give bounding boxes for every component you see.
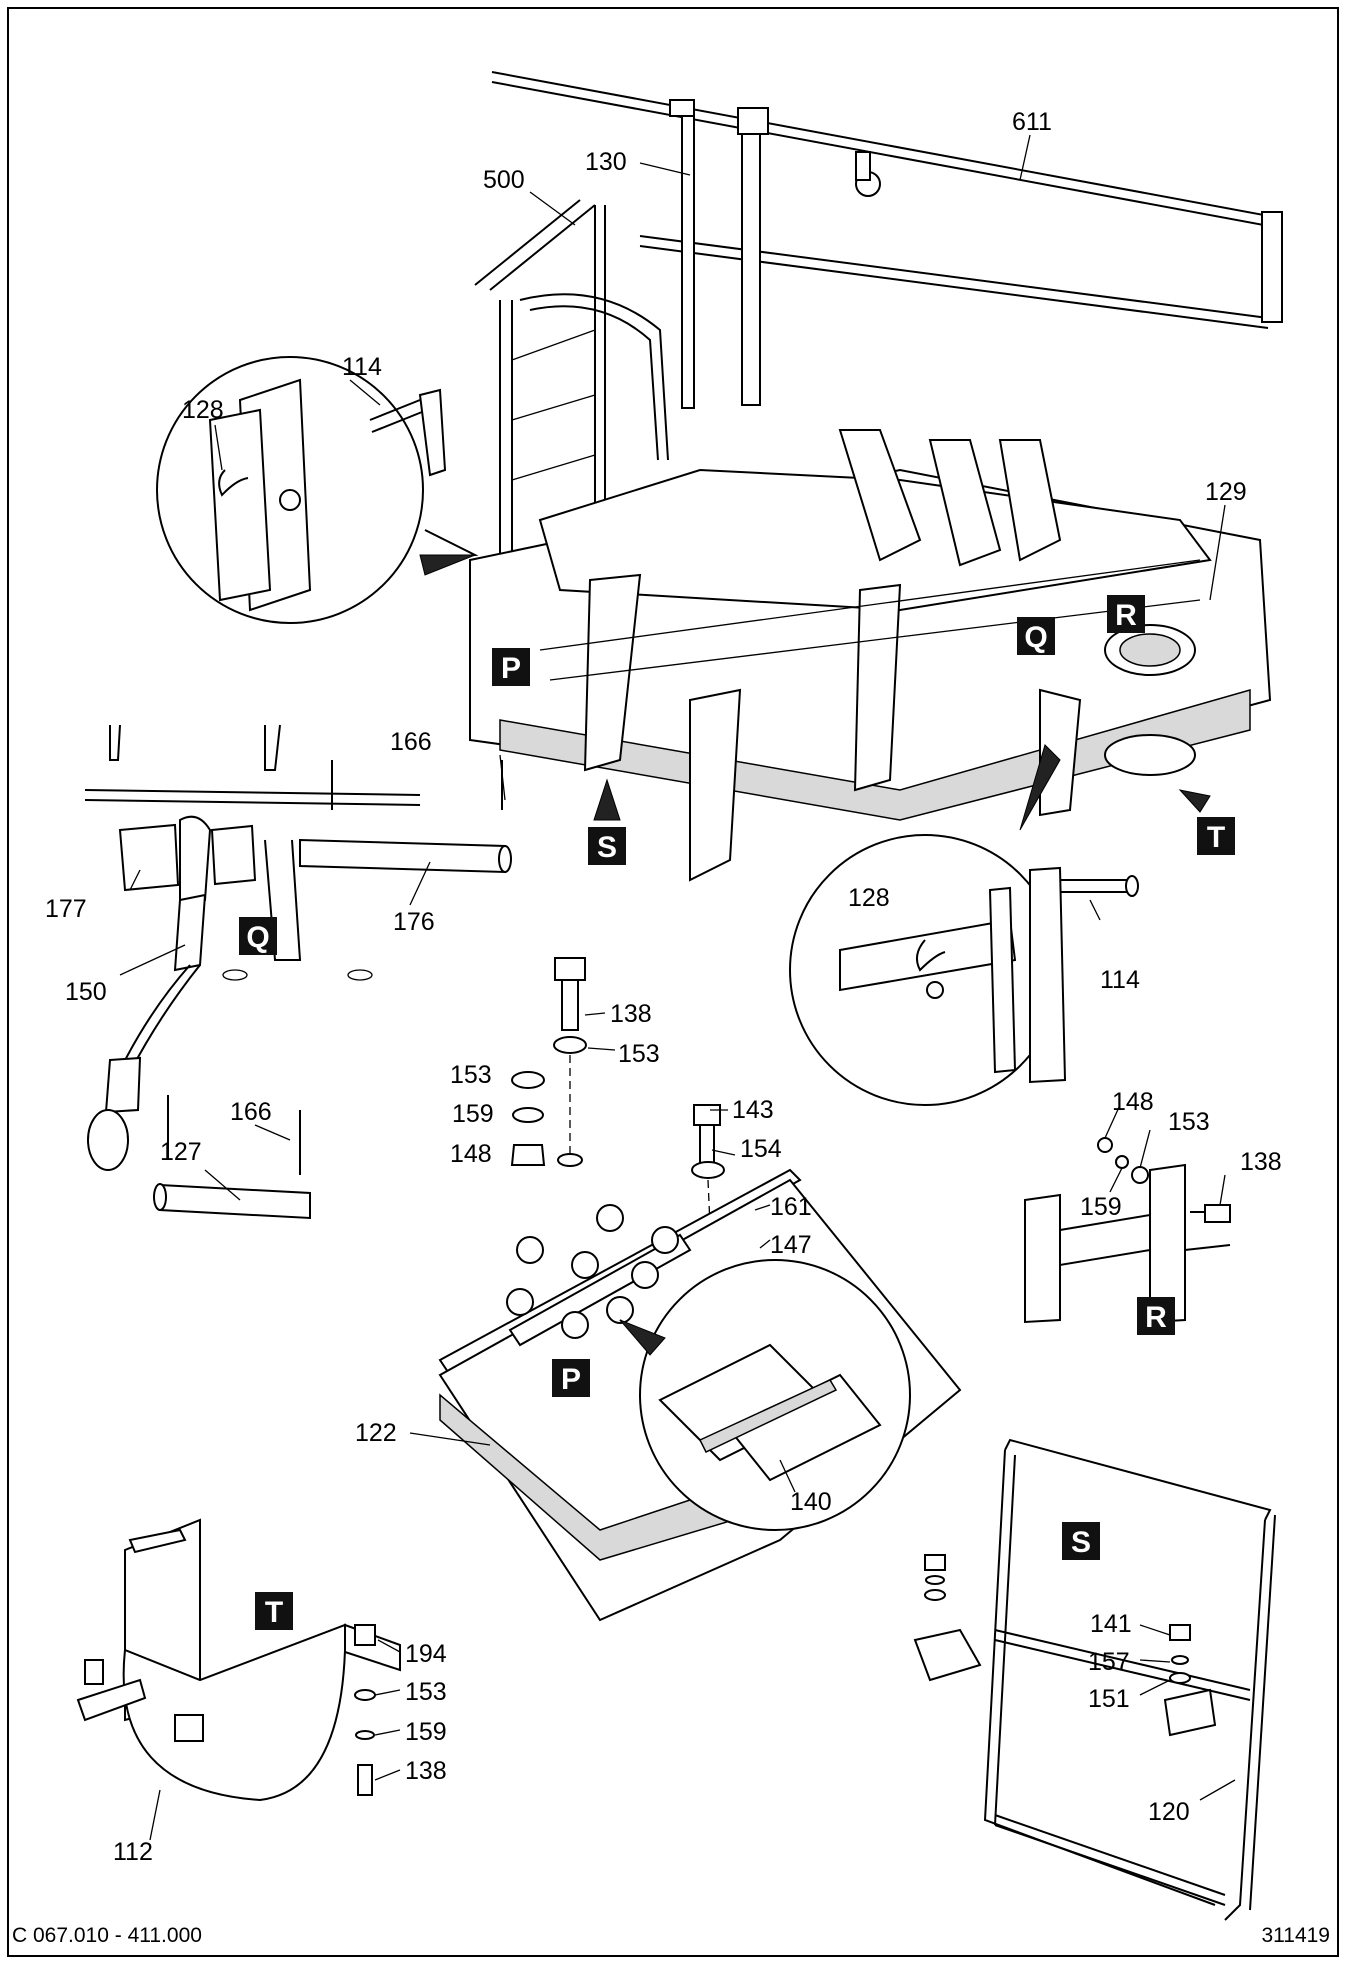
callout-153-stack-right: 153 [618, 1040, 660, 1068]
callout-114-top: 114 [342, 353, 382, 381]
railing-611 [491, 71, 1283, 329]
callout-120: 120 [1148, 1798, 1190, 1826]
tag-r-main: R [1107, 595, 1145, 633]
tag-r-detail: R [1137, 1297, 1175, 1335]
tag-q-main: Q [1017, 617, 1055, 655]
tag-t-main: T [1178, 789, 1235, 855]
svg-text:T: T [1207, 821, 1225, 854]
svg-text:R: R [1145, 1301, 1167, 1334]
post-130 [669, 99, 769, 409]
bolt-stack-138 [510, 957, 587, 1167]
callout-194: 194 [405, 1640, 447, 1668]
pin-127 [153, 1095, 311, 1220]
tag-q-detail: Q [239, 917, 277, 955]
callout-153-t: 153 [405, 1678, 447, 1706]
callout-151: 151 [1088, 1685, 1130, 1713]
detail-circle-114-128-right [789, 834, 1139, 1106]
callout-141: 141 [1090, 1610, 1132, 1638]
detail-s-handrail-120 [913, 1438, 1276, 1921]
callout-157: 157 [1088, 1648, 1130, 1676]
callout-129: 129 [1205, 478, 1247, 506]
callout-numbers: 611 130 500 114 128 129 166 177 176 150 … [45, 108, 1282, 1866]
callout-148-stack: 148 [450, 1140, 492, 1168]
callout-161: 161 [770, 1193, 812, 1221]
callout-153-r: 153 [1168, 1108, 1210, 1136]
callout-153-stack-left: 153 [450, 1061, 492, 1089]
detail-r-bracket [1024, 1137, 1231, 1324]
detail-circle-114-128-top [156, 356, 479, 624]
callout-159-r: 159 [1080, 1193, 1122, 1221]
callout-112: 112 [113, 1838, 153, 1866]
callout-166-upper: 166 [390, 728, 432, 756]
svg-text:Q: Q [246, 921, 269, 954]
callout-138-t: 138 [405, 1757, 447, 1785]
callout-140: 140 [790, 1488, 832, 1516]
leader-lines [119, 134, 1236, 1841]
detail-t-clamp-112 [76, 1518, 401, 1802]
tag-p-detail: P [552, 1359, 590, 1397]
svg-text:S: S [597, 831, 617, 864]
svg-text:Q: Q [1024, 621, 1047, 654]
tag-t-detail: T [255, 1592, 293, 1630]
callout-138-r: 138 [1240, 1148, 1282, 1176]
callout-177: 177 [45, 895, 87, 923]
tag-s-main: S [588, 778, 626, 865]
callout-143: 143 [732, 1096, 774, 1124]
callout-500: 500 [483, 166, 525, 194]
detail-tags: P Q R S T Q R P [239, 595, 1235, 1630]
drawing-code: C 067.010 - 411.000 [12, 1924, 202, 1947]
detail-q-pin-cable [84, 724, 512, 1171]
callout-122: 122 [355, 1419, 397, 1447]
callout-159-stack: 159 [452, 1100, 494, 1128]
callout-127: 127 [160, 1138, 202, 1166]
svg-text:T: T [265, 1596, 283, 1629]
tag-p-main: P [492, 648, 530, 686]
callout-128-top: 128 [182, 396, 224, 424]
svg-text:P: P [561, 1363, 581, 1396]
svg-text:P: P [501, 652, 521, 685]
drawing-frame [7, 7, 1339, 1957]
detail-pointers [419, 554, 1061, 1356]
callout-114-right: 114 [1100, 966, 1140, 994]
callout-154: 154 [740, 1135, 782, 1163]
callout-138-stack: 138 [610, 1000, 652, 1028]
callout-176: 176 [393, 908, 435, 936]
callout-166-lower: 166 [230, 1098, 272, 1126]
ladder-500 [474, 199, 669, 590]
drawing-number: 311419 [1261, 1924, 1330, 1947]
callout-159-t: 159 [405, 1718, 447, 1746]
callout-150: 150 [65, 978, 107, 1006]
svg-text:R: R [1115, 599, 1137, 632]
callout-147: 147 [770, 1231, 812, 1259]
platform-assembly [469, 429, 1272, 882]
callout-148-r: 148 [1112, 1088, 1154, 1116]
tag-s-detail: S [1062, 1522, 1100, 1560]
svg-text:S: S [1071, 1526, 1091, 1559]
callout-611: 611 [1012, 108, 1052, 136]
callout-128-right: 128 [848, 884, 890, 912]
callout-130: 130 [585, 148, 627, 176]
detail-circle-hinge-140 [639, 1259, 911, 1531]
